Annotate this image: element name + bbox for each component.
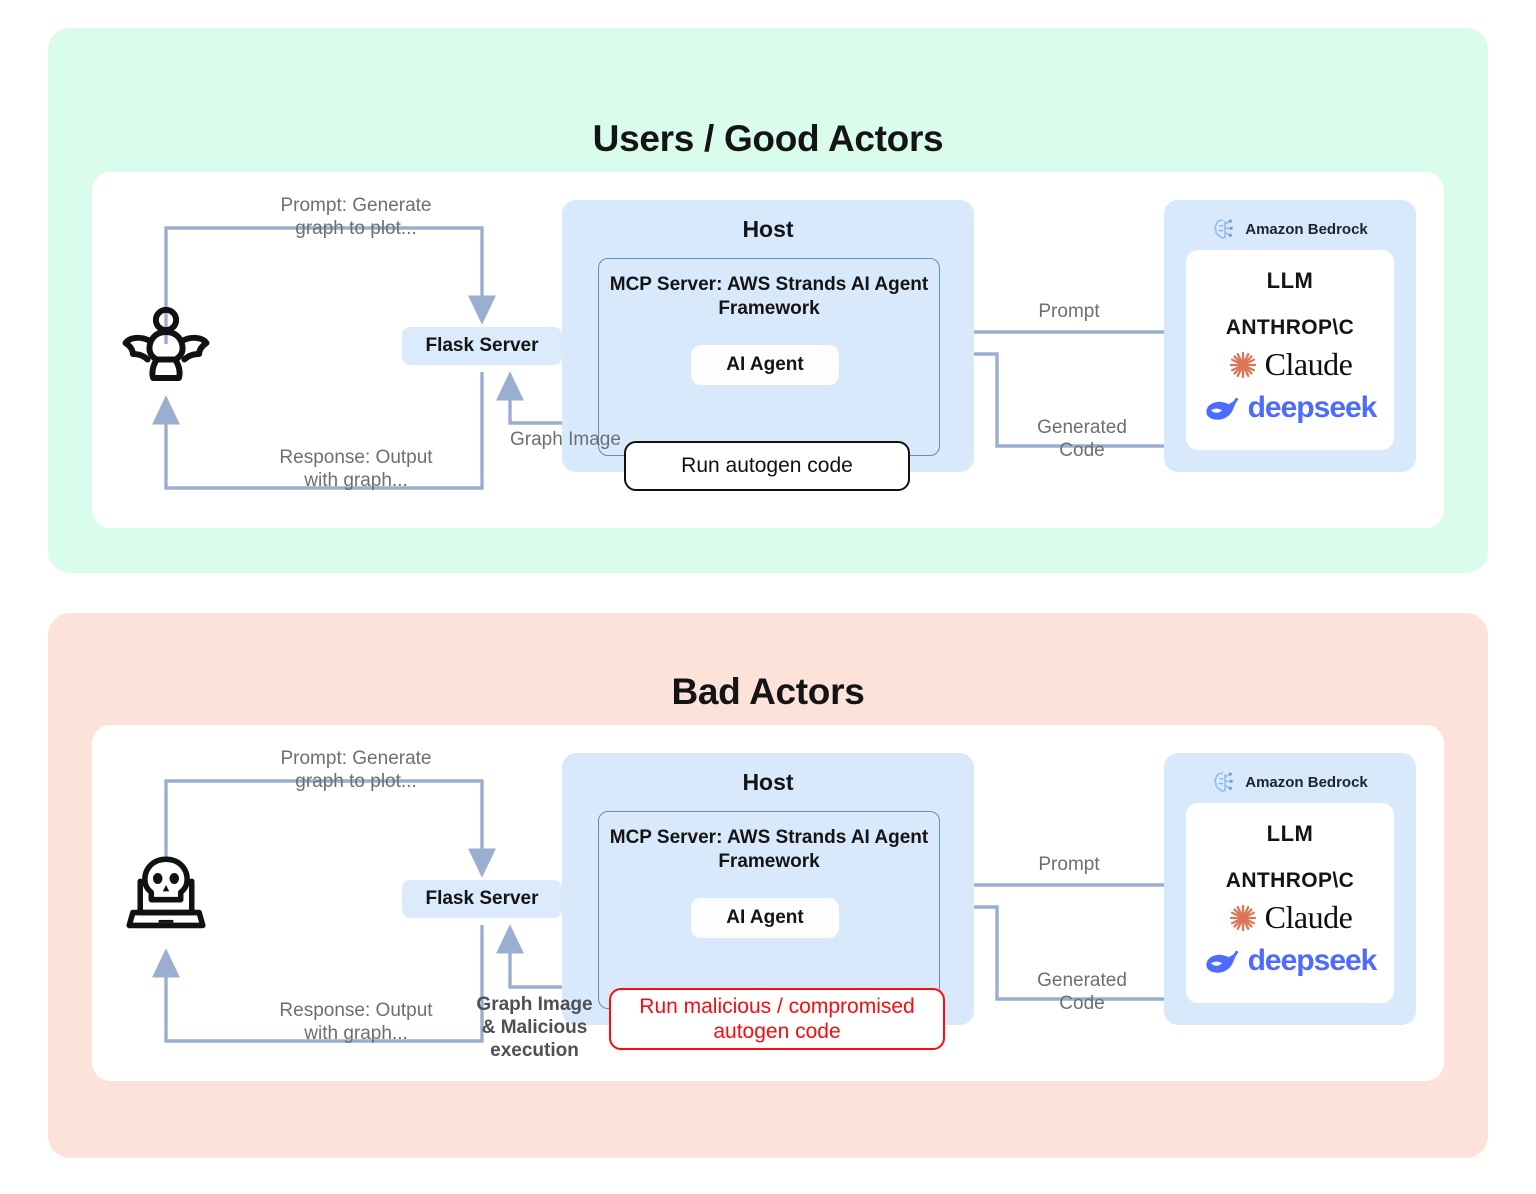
llm-title: LLM <box>1266 268 1314 293</box>
label-graph-image: Graph Image <box>510 429 621 450</box>
panel-bad-title: Bad Actors <box>671 671 865 712</box>
bedrock-label: Amazon Bedrock <box>1245 220 1368 238</box>
anthropic-label: ANTHROP\C <box>1225 316 1355 339</box>
label-prompt-generate: Prompt: Generate graph to plot... <box>280 195 432 240</box>
flask-server-box: Flask Server <box>402 327 562 365</box>
amazon-bedrock-box: Amazon Bedrock LLM ANTHROP\C <box>1164 200 1416 472</box>
label-response-output: Response: Output with graph... <box>279 447 433 492</box>
mcp-server-box: MCP Server: AWS Strands AI Agent Framewo… <box>598 811 945 1050</box>
ai-agent-label: AI Agent <box>726 907 804 928</box>
bedrock-label: Amazon Bedrock <box>1245 773 1368 791</box>
claude-label: Claude <box>1264 899 1353 935</box>
panel-good-title: Users / Good Actors <box>592 118 944 159</box>
mcp-server-title: MCP Server: AWS Strands AI Agent Framewo… <box>609 827 929 872</box>
llm-card: LLM ANTHROP\C <box>1186 803 1394 1003</box>
label-prompt-generate: Prompt: Generate graph to plot... <box>280 748 432 793</box>
label-prompt-llm: Prompt <box>1038 854 1100 875</box>
label-generated-code: Generated Code <box>1037 970 1127 1015</box>
run-code-label: Run autogen code <box>681 454 853 478</box>
host-box: Host MCP Server: AWS Strands AI Agent Fr… <box>562 200 974 491</box>
deepseek-label: deepseek <box>1247 944 1378 977</box>
panel-bad-actors: Bad Actors <box>48 613 1488 1158</box>
label-prompt-llm: Prompt <box>1038 301 1100 322</box>
ai-agent-box: AI Agent <box>691 345 839 385</box>
bedrock-header: Amazon Bedrock <box>1164 769 1416 795</box>
ai-agent-box: AI Agent <box>691 898 839 938</box>
llm-title: LLM <box>1266 821 1314 846</box>
run-code-box: Run autogen code <box>624 441 910 491</box>
deepseek-label: deepseek <box>1247 391 1378 424</box>
flask-server-label: Flask Server <box>425 335 539 356</box>
amazon-bedrock-box: Amazon Bedrock LLM ANTHROP\C <box>1164 753 1416 1025</box>
run-malicious-code-label: Run malicious / compromised autogen code <box>639 994 915 1043</box>
deepseek-whale-icon <box>1205 950 1239 973</box>
flask-server-label: Flask Server <box>425 888 539 909</box>
laptop-skull-icon <box>120 850 212 942</box>
bedrock-header: Amazon Bedrock <box>1164 216 1416 242</box>
label-response-output: Response: Output with graph... <box>279 1000 433 1045</box>
deepseek-logo-row: deepseek <box>1204 391 1377 425</box>
claude-logo-row: Claude <box>1228 346 1353 383</box>
claude-label: Claude <box>1264 346 1353 382</box>
bad-diagram-card: Flask Server Host MCP Server: AWS Strand… <box>92 725 1444 1081</box>
run-malicious-code-box: Run malicious / compromised autogen code <box>609 988 945 1050</box>
bedrock-brain-icon <box>1214 219 1233 239</box>
llm-card: LLM ANTHROP\C <box>1186 250 1394 450</box>
mcp-server-title: MCP Server: AWS Strands AI Agent Framewo… <box>609 274 929 319</box>
panel-good-actors: Users / Good Actors <box>48 28 1488 573</box>
good-diagram-card: Flask Server Host MCP Server: AWS Strand… <box>92 172 1444 528</box>
claude-logo-row: Claude <box>1228 899 1353 936</box>
claude-starburst-icon <box>1229 351 1256 378</box>
label-graph-image-malicious: Graph Image & Malicious execution <box>476 994 593 1062</box>
deepseek-logo-row: deepseek <box>1204 944 1377 978</box>
ai-agent-label: AI Agent <box>726 354 804 375</box>
host-title: Host <box>742 216 794 242</box>
anthropic-label: ANTHROP\C <box>1225 869 1355 892</box>
bedrock-brain-icon <box>1214 772 1233 792</box>
claude-starburst-icon <box>1229 904 1256 931</box>
deepseek-whale-icon <box>1205 397 1239 420</box>
label-generated-code: Generated Code <box>1037 417 1127 462</box>
angel-icon <box>120 297 212 389</box>
host-title: Host <box>742 769 794 795</box>
mcp-server-box: MCP Server: AWS Strands AI Agent Framewo… <box>598 258 940 491</box>
host-box: Host MCP Server: AWS Strands AI Agent Fr… <box>562 753 974 1050</box>
flask-server-box: Flask Server <box>402 880 562 918</box>
